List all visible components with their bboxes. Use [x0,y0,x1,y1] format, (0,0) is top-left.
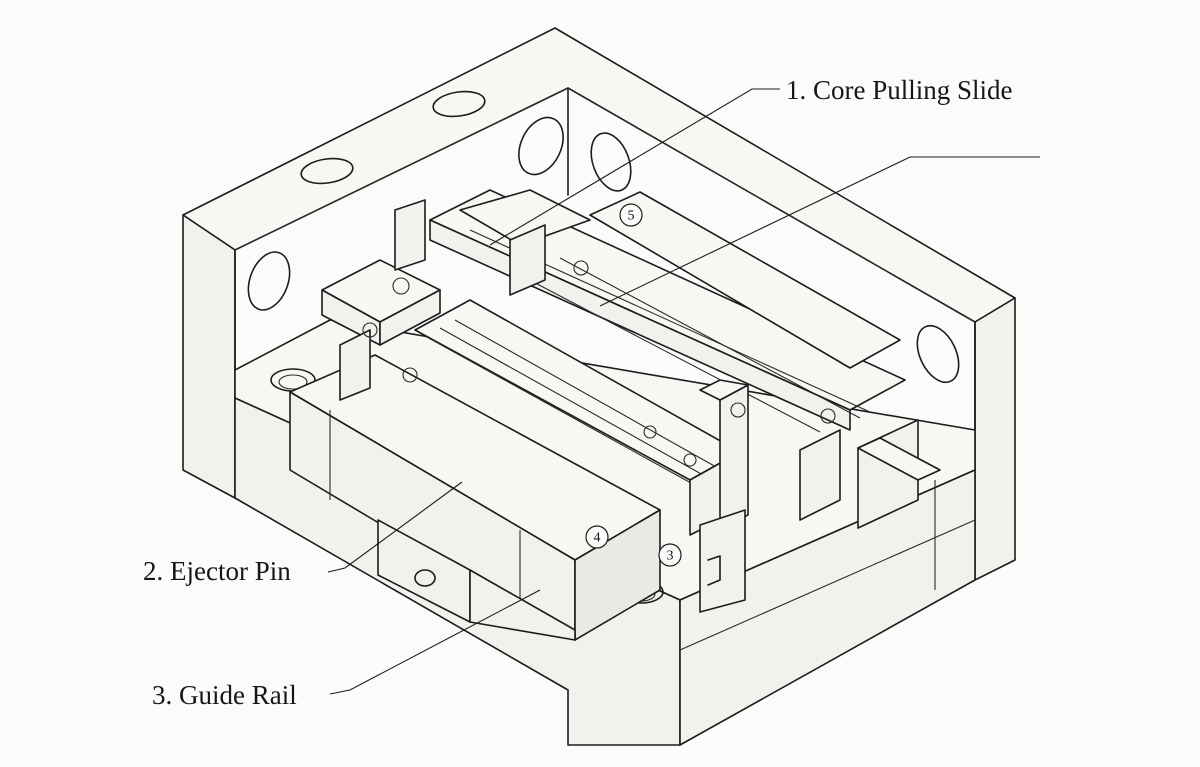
label-guide-rail: 3. Guide Rail [152,680,297,710]
front-block [289,354,661,641]
part-marker-3: 3 [658,543,682,567]
leader-unlabeled [599,156,1040,307]
leader-guide-rail [329,589,541,695]
part-marker-3-text: 3 [667,549,674,564]
leader-ejector-pin [327,481,463,573]
part-marker-5: 5 [619,203,643,227]
part-marker-4: 4 [585,525,609,549]
hook-part [699,509,746,613]
leader-core-pulling-slide [489,88,780,246]
left-slide-block [321,259,441,401]
part-marker-5-text: 5 [628,209,635,224]
part-marker-4-text: 4 [594,531,601,546]
label-core-pulling-slide: 1. Core Pulling Slide [786,75,1013,105]
cam-block [394,189,591,296]
back-plate [182,27,1016,581]
label-ejector-pin: 2. Ejector Pin [143,556,291,586]
